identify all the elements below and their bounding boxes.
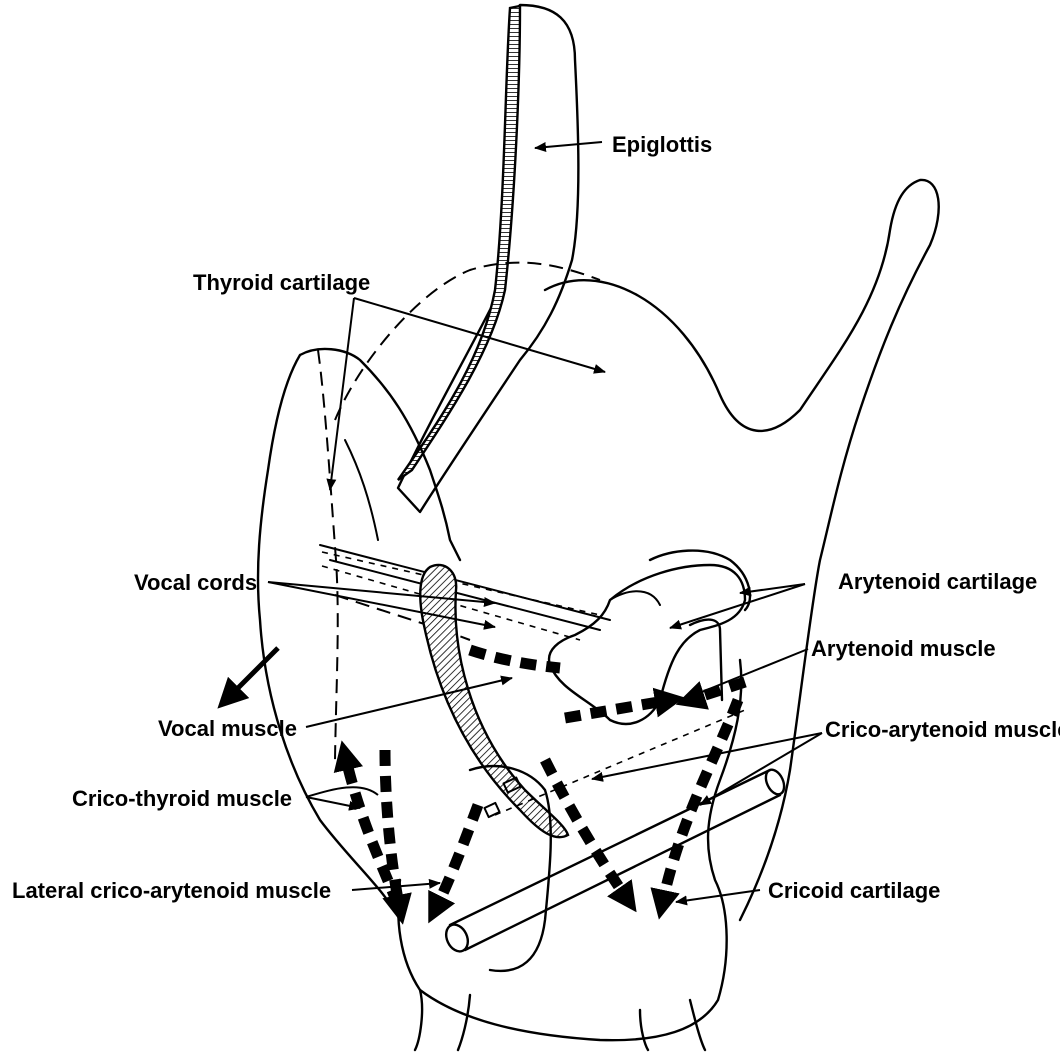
label-lateral-crico-arytenoid-muscle: Lateral crico-arytenoid muscle <box>12 878 331 903</box>
muscle-arrows <box>228 648 745 910</box>
lateral-crico-arytenoid-arrow <box>435 805 478 910</box>
labels: Epiglottis Thyroid cartilage Vocal cords… <box>12 132 1060 903</box>
label-arytenoid-muscle: Arytenoid muscle <box>811 636 996 661</box>
leader-lines <box>268 142 822 902</box>
thyroid-cartilage-right-lamina <box>545 180 939 920</box>
label-cricoid-cartilage: Cricoid cartilage <box>768 878 940 903</box>
label-crico-thyroid-muscle: Crico-thyroid muscle <box>72 786 292 811</box>
vocal-cords-lines <box>320 545 610 668</box>
label-epiglottis: Epiglottis <box>612 132 712 157</box>
label-thyroid-cartilage: Thyroid cartilage <box>193 270 370 295</box>
epiglottis-shape <box>398 5 578 512</box>
arytenoid-cartilage-shape <box>549 551 750 724</box>
label-vocal-muscle: Vocal muscle <box>158 716 297 741</box>
label-vocal-cords: Vocal cords <box>134 570 257 595</box>
label-crico-arytenoid-muscle: Crico-arytenoid muscle <box>825 717 1060 742</box>
epiglottis-hatched-edge <box>398 6 520 480</box>
crico-arytenoid-right-arrow <box>662 700 738 905</box>
label-arytenoid-cartilage: Arytenoid cartilage <box>838 569 1037 594</box>
